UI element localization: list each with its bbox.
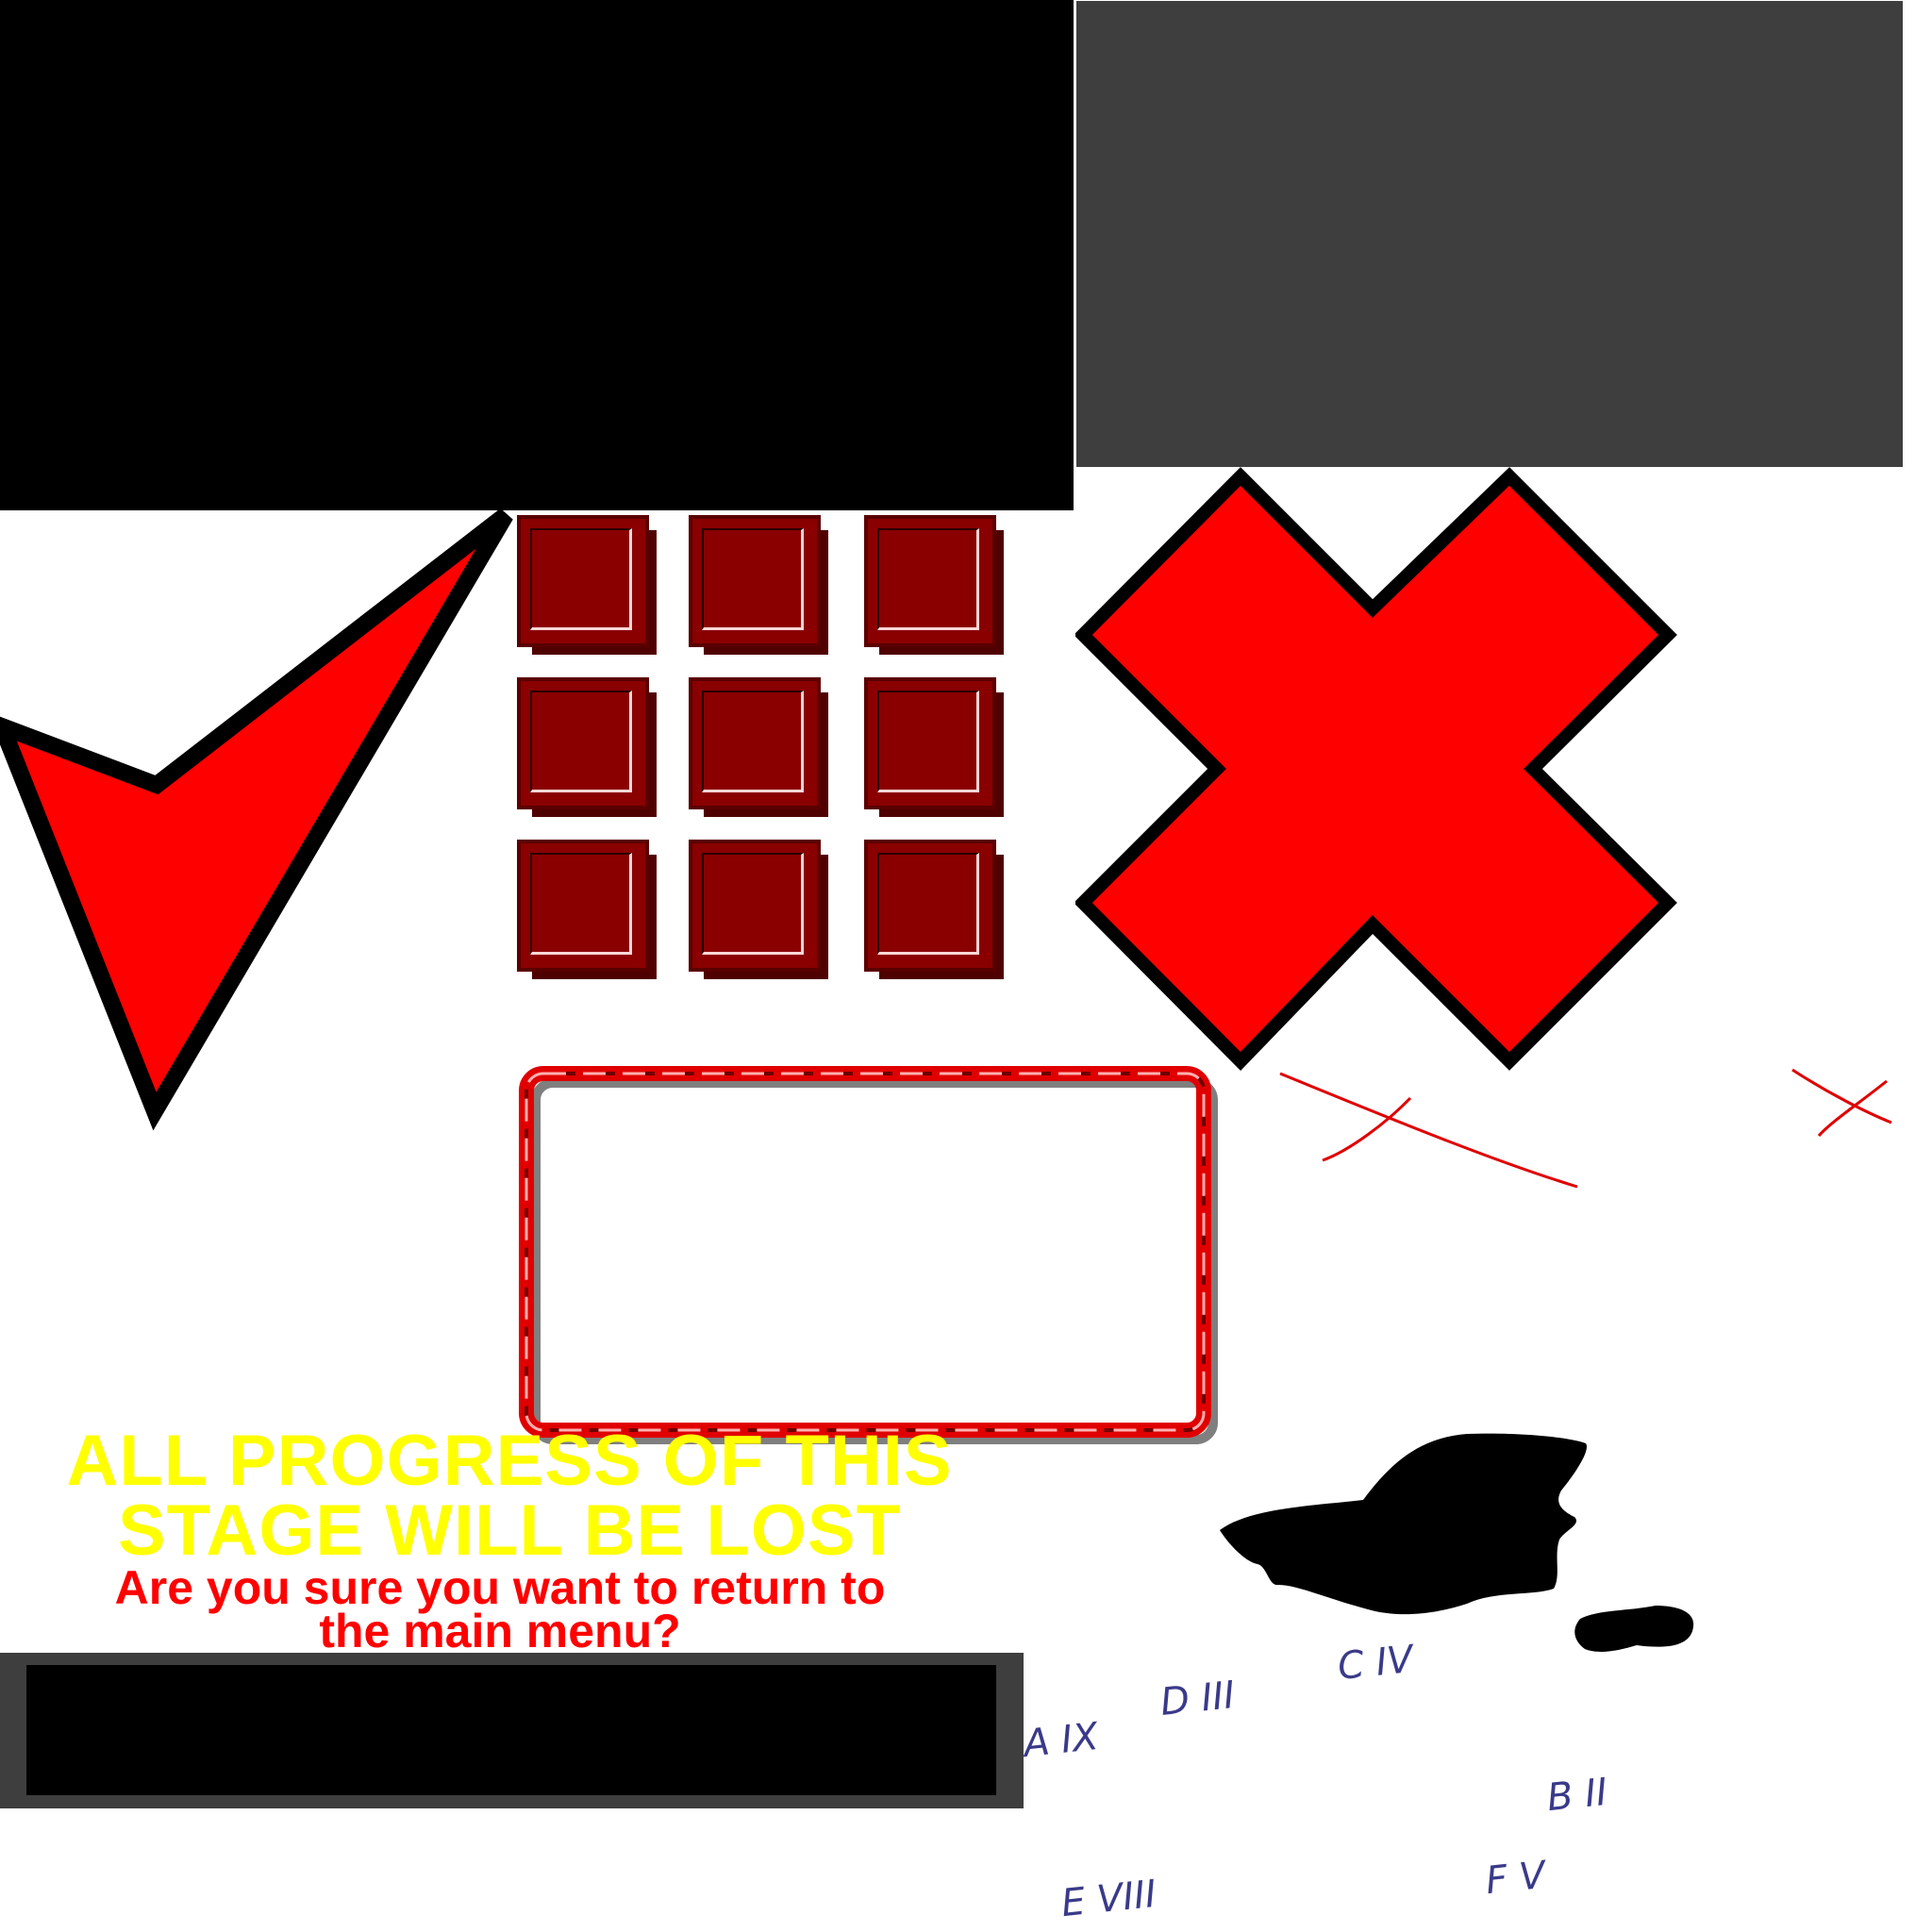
confirm-line: the main menu?: [319, 1605, 681, 1657]
confirm-question: Are you sure you want to return to the m…: [0, 1561, 1000, 1657]
small-x-mark-icon: [1279, 1068, 1892, 1189]
black-panel: [0, 0, 1074, 510]
level-tile[interactable]: [864, 840, 996, 972]
level-tile[interactable]: [864, 515, 996, 647]
level-tile[interactable]: [689, 677, 821, 809]
label-a: A IX: [1021, 1714, 1101, 1767]
gray-panel: [1076, 1, 1903, 467]
label-c: C IV: [1335, 1637, 1415, 1690]
level-tile[interactable]: [517, 677, 649, 809]
level-tile[interactable]: [864, 677, 996, 809]
bottom-bar-inner: [26, 1665, 996, 1795]
label-b: B II: [1544, 1770, 1609, 1821]
level-tile[interactable]: [517, 515, 649, 647]
label-d: D III: [1158, 1674, 1238, 1724]
level-tile[interactable]: [517, 840, 649, 972]
label-e: E VIII: [1058, 1872, 1158, 1926]
warning-line: STAGE WILL BE LOST: [117, 1491, 902, 1571]
level-tile[interactable]: [689, 840, 821, 972]
x-icon[interactable]: [1075, 467, 1679, 1071]
rope-frame: [519, 1066, 1218, 1444]
confirm-line: Are you sure you want to return to: [114, 1561, 886, 1614]
creature-silhouette: [1220, 1433, 1694, 1652]
warning-line: ALL PROGRESS OF THIS: [66, 1421, 953, 1501]
check-icon[interactable]: [0, 509, 528, 1132]
warning-text: ALL PROGRESS OF THIS STAGE WILL BE LOST: [0, 1421, 1019, 1571]
label-f: F V: [1483, 1853, 1548, 1904]
level-tile[interactable]: [689, 515, 821, 647]
